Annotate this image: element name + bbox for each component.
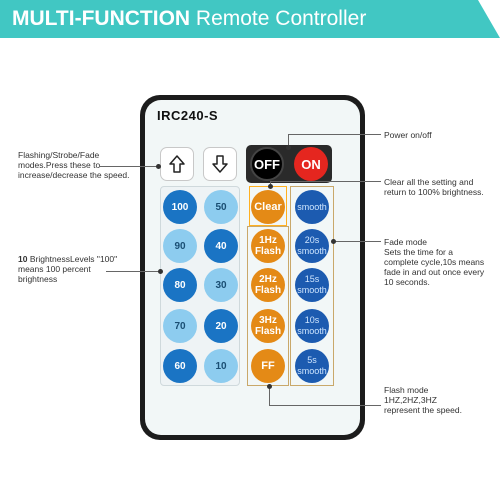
brightness-80-button[interactable]: 80 — [163, 268, 197, 302]
off-button[interactable]: OFF — [250, 147, 284, 181]
flash-note-title: Flash mode — [384, 385, 429, 395]
flash-note: Flash mode 1HZ,2HZ,3HZ represent the spe… — [384, 385, 464, 415]
flash-1hz-line1: 1Hz — [259, 235, 277, 246]
banner-title-bold: MULTI-FUNCTION — [12, 7, 191, 30]
model-label: IRC240-S — [157, 108, 219, 123]
flash-3hz-line1: 3Hz — [259, 315, 277, 326]
brightness-leader-h — [106, 271, 160, 272]
brightness-90-button[interactable]: 90 — [163, 229, 197, 263]
smooth-highlight — [290, 186, 334, 386]
smooth-10s-line2: smooth — [297, 326, 327, 336]
smooth-20s-line1: 20s — [304, 235, 320, 245]
banner-background — [0, 0, 500, 38]
brightness-note-body: BrightnessLevels "100" means 100 percent… — [18, 254, 118, 284]
brightness-30-button[interactable]: 30 — [204, 268, 238, 302]
power-leader-dot — [286, 145, 291, 150]
clear-button[interactable]: Clear — [251, 190, 285, 224]
flash-3hz-line2: Flash — [254, 326, 282, 337]
brightness-70-button[interactable]: 70 — [163, 309, 197, 343]
brightness-note: 10 BrightnessLevels "100" means 100 perc… — [18, 254, 130, 284]
power-note: Power on/off — [384, 130, 432, 140]
brightness-leader-dot — [158, 269, 163, 274]
smooth-20s-line2: smooth — [297, 246, 327, 256]
decrease-button[interactable] — [203, 147, 237, 181]
fade-note: Fade mode Sets the time for a complete c… — [384, 237, 488, 287]
flash-note-body: 1HZ,2HZ,3HZ represent the speed. — [384, 395, 462, 415]
brightness-note-count: 10 — [18, 254, 28, 264]
fade-note-body: Sets the time for a complete cycle,10s m… — [384, 247, 485, 287]
brightness-20-button[interactable]: 20 — [204, 309, 238, 343]
flashing-strobe-note: Flashing/Strobe/Fade modes.Press these t… — [18, 150, 130, 180]
title-banner: MULTI-FUNCTION Remote Controller — [0, 0, 500, 38]
clear-leader-dot — [268, 184, 273, 189]
brightness-100-button[interactable]: 100 — [163, 190, 197, 224]
flash-2hz-line2: Flash — [254, 285, 282, 296]
arrow-down-icon — [212, 155, 228, 173]
power-leader-h — [288, 134, 381, 135]
banner-title: MULTI-FUNCTION Remote Controller — [12, 7, 366, 31]
fade-note-title: Fade mode — [384, 237, 427, 247]
smooth-15s-line2: smooth — [297, 285, 327, 295]
flash-2hz-line1: 2Hz — [259, 274, 277, 285]
banner-corner — [478, 0, 500, 38]
flash-leader-h — [269, 405, 381, 406]
smooth-5s-line1: 5s — [307, 355, 317, 365]
smooth-button[interactable]: smooth — [295, 190, 329, 224]
banner-title-rest: Remote Controller — [190, 7, 367, 30]
ff-button[interactable]: FF — [251, 349, 285, 383]
on-button[interactable]: ON — [294, 147, 328, 181]
flash-leader-v — [269, 386, 270, 406]
fade-leader-h — [334, 241, 381, 242]
brightness-60-button[interactable]: 60 — [163, 349, 197, 383]
arrow-up-icon — [169, 155, 185, 173]
smooth-15s-line1: 15s — [304, 274, 320, 284]
flash-1hz-line2: Flash — [254, 246, 282, 257]
brightness-40-button[interactable]: 40 — [204, 229, 238, 263]
flash-leader-dot — [267, 384, 272, 389]
clear-note: Clear all the setting and return to 100%… — [384, 177, 484, 197]
smooth-10s-line1: 10s — [304, 315, 320, 325]
brightness-10-button[interactable]: 10 — [204, 349, 238, 383]
brightness-50-button[interactable]: 50 — [204, 190, 238, 224]
fade-leader-dot — [331, 239, 336, 244]
flashing-leader-dot — [156, 164, 161, 169]
flashing-leader-h — [100, 166, 158, 167]
clear-leader-h — [270, 181, 381, 182]
smooth-5s-line2: smooth — [297, 366, 327, 376]
increase-button[interactable] — [160, 147, 194, 181]
power-leader-v — [288, 134, 289, 147]
